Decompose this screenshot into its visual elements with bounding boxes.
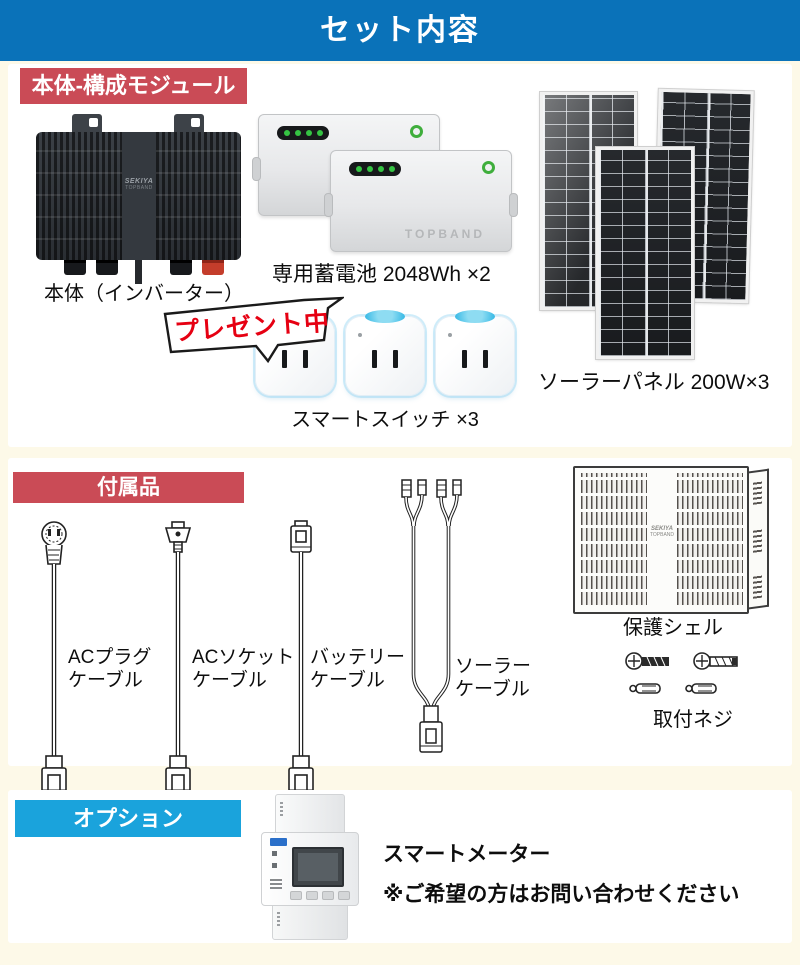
meter-indicator bbox=[272, 851, 277, 856]
section-main-modules: 本体-構成モジュール SEKIYA TOPBAND 本体（インバーター） bbox=[8, 64, 792, 447]
meter-mid-block bbox=[261, 832, 359, 906]
inverter-port-red bbox=[202, 260, 224, 275]
meter-top-block bbox=[275, 794, 345, 834]
shell-side-face bbox=[749, 468, 769, 610]
shell-front-face: SEKIYA TOPBAND bbox=[573, 466, 749, 614]
screws-caption: 取付ネジ bbox=[653, 709, 733, 731]
inverter-caption: 本体（インバーター） bbox=[44, 283, 244, 305]
meter-screen bbox=[292, 847, 344, 887]
smart-meter-caption: スマートメーター bbox=[383, 843, 551, 866]
solar-caption: ソーラーパネル 200W×3 bbox=[538, 371, 770, 394]
present-badge: プレゼント中 bbox=[158, 295, 344, 369]
smart-switch-body bbox=[435, 316, 515, 396]
inverter-brand-line1: SEKIYA bbox=[124, 178, 154, 185]
meter-brand-chip bbox=[270, 838, 287, 846]
inverter-bracket-left bbox=[72, 114, 102, 136]
battery-power-button bbox=[410, 125, 423, 138]
solar-panel-image bbox=[595, 146, 695, 360]
section-label-accessories: 付属品 bbox=[13, 472, 244, 503]
solar-cable-image bbox=[393, 474, 469, 770]
battery-image-front: TOPBAND bbox=[324, 150, 518, 252]
battery-led-indicator bbox=[277, 126, 329, 140]
inverter-brand-line2: TOPBAND bbox=[125, 185, 153, 191]
inverter-ports bbox=[36, 260, 241, 276]
battery-brand-text: TOPBAND bbox=[404, 227, 485, 241]
inverter-stub bbox=[135, 260, 142, 284]
smart-meter-note: ※ご希望の方はお問い合わせください bbox=[383, 883, 740, 906]
ac-socket-cable-caption: ACソケット ケーブル bbox=[192, 647, 295, 692]
smart-meter-image bbox=[255, 794, 370, 940]
inverter-port bbox=[96, 260, 118, 275]
battery-power-button bbox=[482, 161, 495, 174]
ac-plug-cable-image bbox=[30, 518, 78, 812]
section-label-option: オプション bbox=[15, 800, 241, 837]
page-header: セット内容 bbox=[0, 0, 800, 61]
inverter-port bbox=[170, 260, 192, 275]
ac-plug-cable-caption: ACプラグ ケーブル bbox=[68, 647, 152, 692]
section-label-main-modules: 本体-構成モジュール bbox=[20, 68, 247, 104]
protective-shell-image: SEKIYA TOPBAND bbox=[573, 464, 773, 616]
smart-switch-top bbox=[365, 310, 405, 323]
smart-switch-caption: スマートスイッチ ×3 bbox=[291, 409, 479, 431]
section-option: オプション スマートメーター ※ご希望の方はお問い合わせください bbox=[8, 790, 792, 943]
meter-indicator bbox=[272, 863, 277, 868]
shell-logo: SEKIYA TOPBAND bbox=[647, 526, 677, 538]
screws-image bbox=[620, 650, 770, 702]
shell-vents-left bbox=[581, 473, 647, 605]
inverter-port bbox=[64, 260, 86, 275]
battery-cable-caption: バッテリー ケーブル bbox=[310, 647, 406, 692]
shell-brand-line2: TOPBAND bbox=[649, 532, 675, 538]
inverter-bracket-right bbox=[174, 114, 204, 136]
shell-caption: 保護シェル bbox=[623, 617, 723, 639]
battery-led-indicator bbox=[349, 162, 401, 176]
shell-brand-line1: SEKIYA bbox=[651, 526, 673, 532]
section-accessories: 付属品 ACプラグ ケーブル bbox=[8, 458, 792, 799]
meter-buttons bbox=[290, 891, 350, 900]
inverter-logo: SEKIYA TOPBAND bbox=[122, 132, 156, 260]
smart-switch-top bbox=[455, 310, 495, 323]
battery-handle-left bbox=[252, 157, 261, 181]
page-title: セット内容 bbox=[320, 14, 480, 47]
inverter-image: SEKIYA TOPBAND bbox=[36, 114, 241, 286]
meter-bottom-block bbox=[272, 904, 348, 940]
shell-vents-right bbox=[677, 473, 743, 605]
battery-caption: 専用蓄電池 2048Wh ×2 bbox=[272, 263, 491, 286]
smart-switch-body bbox=[345, 316, 425, 396]
solar-cable-caption: ソーラー ケーブル bbox=[455, 656, 532, 701]
battery-handle-left bbox=[324, 193, 333, 217]
meter-qr-code bbox=[270, 877, 282, 889]
battery-handle-right bbox=[509, 193, 518, 217]
speech-bubble-shape bbox=[163, 296, 344, 364]
smart-switch-image bbox=[345, 310, 425, 402]
smart-switch-image bbox=[435, 310, 515, 402]
